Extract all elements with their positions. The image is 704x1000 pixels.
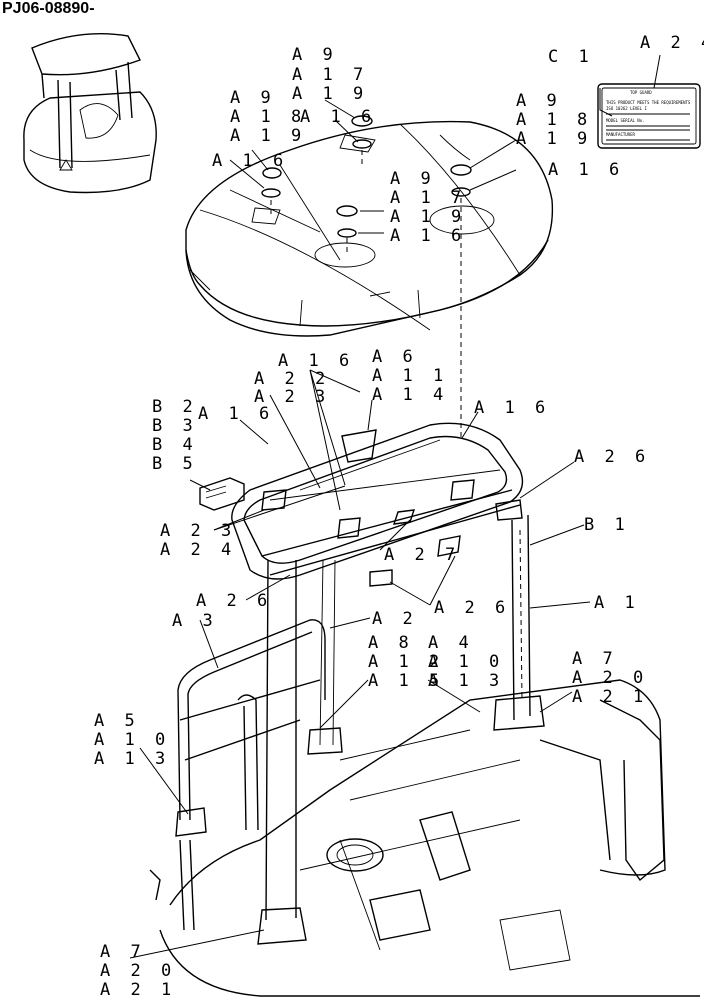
callout-a23-bottom: A 2 3 [160, 521, 236, 541]
callout-b4: B 4 [152, 435, 198, 455]
callout-a21-right: A 2 1 [572, 687, 648, 707]
callout-a20-bottom: A 2 0 [100, 961, 176, 981]
callout-a16-frame: A 1 6 [278, 351, 354, 371]
callout-a21-bottom: A 2 1 [100, 980, 176, 1000]
callout-a17-mid: A 1 7 [390, 188, 466, 208]
callout-a6: A 6 [372, 347, 418, 367]
callout-a13-left: A 1 3 [94, 749, 170, 769]
roof-washer-a16-mid [337, 228, 357, 238]
roof-washer-a18-left [262, 167, 282, 179]
guard-posts [257, 514, 545, 945]
callout-a11: A 1 1 [372, 366, 448, 386]
canopy-roof [185, 120, 554, 337]
callout-a8: A 8 [368, 633, 414, 653]
callout-a16-right: A 1 6 [548, 160, 624, 180]
callout-labels: A 9 A 1 7 A 1 9 A 9 A 1 8 A 1 9 A 1 6 A … [94, 33, 704, 1000]
callout-a24-bottom: A 2 4 [160, 540, 236, 560]
roof-washer-a16-right [451, 187, 471, 197]
callout-a9-left: A 9 [230, 88, 276, 108]
callout-a27: A 2 7 [384, 545, 460, 565]
callout-a16-upper: A 1 6 [300, 107, 376, 127]
callout-a9-right: A 9 [516, 91, 562, 111]
callout-a18-right: A 1 8 [516, 110, 592, 130]
roof-washer-a17 [351, 115, 373, 127]
callout-a7-right: A 7 [572, 649, 618, 669]
callout-a7-bottom: A 7 [100, 942, 146, 962]
serial-range-header: PJ06-08890- [2, 0, 95, 17]
callout-b3: B 3 [152, 416, 198, 436]
callout-a24-label: A 2 4 [640, 33, 704, 53]
callout-a16-rear: A 1 6 [474, 398, 550, 418]
label-plate-line-3: MODEL SERIAL No. [606, 118, 645, 123]
label-plate-heading: TOP GUARD [630, 90, 652, 95]
callout-a18-left: A 1 8 [230, 107, 306, 127]
callout-a19-mid: A 1 9 [390, 207, 466, 227]
callout-a9-mid: A 9 [390, 169, 436, 189]
label-plate-line-1: THIS PRODUCT MEETS THE REQUIREMENTS [606, 100, 691, 105]
machine-thumbnail [23, 33, 157, 194]
callout-a12: A 1 2 [368, 652, 444, 672]
callout-a19-right: A 1 9 [516, 129, 592, 149]
callout-a4: A 4 [428, 633, 474, 653]
callout-a13-center: A 1 3 [428, 671, 504, 691]
callout-a16-mid: A 1 6 [390, 226, 466, 246]
callout-a9-top: A 9 [292, 45, 338, 65]
handrails [175, 619, 326, 837]
callout-a16-lamp: A 1 6 [198, 404, 274, 424]
roof-washers [261, 115, 472, 440]
callout-a10-center: A 1 0 [428, 652, 504, 672]
callout-a5: A 5 [94, 711, 140, 731]
roof-washer-a18-right [450, 164, 472, 176]
callout-a1: A 1 [594, 593, 640, 613]
callout-a26-center: A 2 6 [434, 598, 510, 618]
roof-washer-a16-left [261, 188, 281, 198]
machine-base-frame [149, 679, 700, 997]
callout-b1: B 1 [584, 515, 630, 535]
callout-a10-left: A 1 0 [94, 730, 170, 750]
callout-a14: A 1 4 [372, 385, 448, 405]
callout-a16-left: A 1 6 [212, 151, 288, 171]
callout-a19-left: A 1 9 [230, 126, 306, 146]
callout-a19-top: A 1 9 [292, 84, 368, 104]
roof-washer-a17-mid [336, 205, 358, 217]
leader-lines [129, 54, 661, 959]
callout-a15: A 1 5 [368, 671, 444, 691]
callout-a22: A 2 2 [254, 369, 330, 389]
guard-frame [199, 422, 524, 587]
roof-washer-a16-upper [352, 139, 372, 149]
callout-a23-top: A 2 3 [254, 387, 330, 407]
label-plate-line-4: MANUFACTURER [606, 132, 635, 137]
callout-b2: B 2 [152, 397, 198, 417]
callout-b5: B 5 [152, 454, 198, 474]
top-guard-label-plate: TOP GUARD THIS PRODUCT MEETS THE REQUIRE… [597, 83, 701, 149]
callout-a20-right: A 2 0 [572, 668, 648, 688]
callout-a2: A 2 [372, 609, 418, 629]
label-plate-line-2: ISO 10262 LEVEL I [606, 106, 648, 111]
callout-c1: C 1 [548, 47, 594, 67]
callout-a3: A 3 [172, 611, 218, 631]
callout-a26-left: A 2 6 [196, 591, 272, 611]
callout-a17-top: A 1 7 [292, 65, 368, 85]
callout-a26-right: A 2 6 [574, 447, 650, 467]
